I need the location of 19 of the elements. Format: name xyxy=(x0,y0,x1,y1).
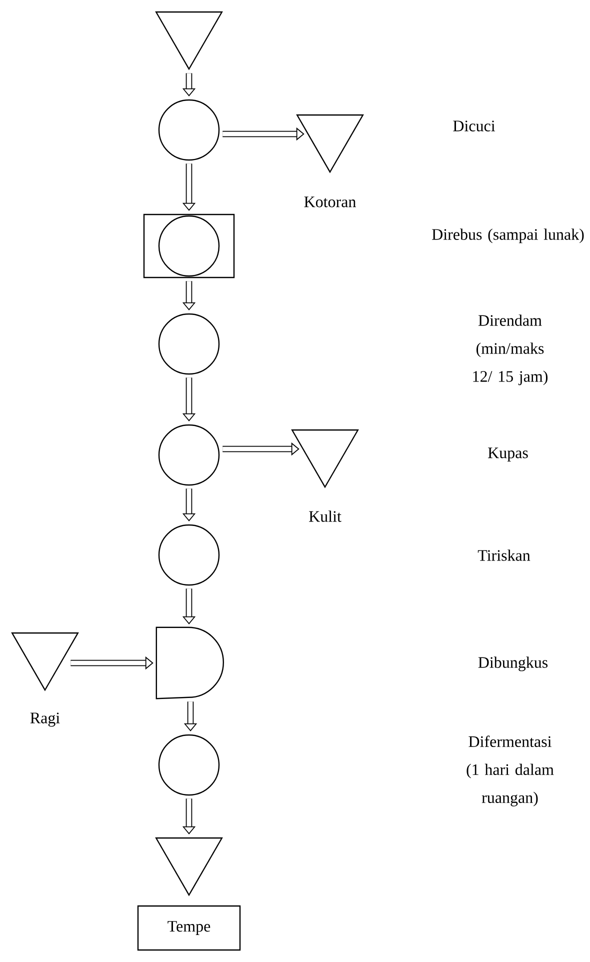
step-label: Kotoran xyxy=(304,196,356,208)
process-circle xyxy=(158,215,220,277)
step-label: Difermentasi (1 hari dalam ruangan) xyxy=(466,736,554,806)
process-circle xyxy=(158,424,220,486)
step-label: Tiriskan xyxy=(478,550,530,561)
step-label: Direbus (sampai lunak) xyxy=(432,228,584,244)
process-circle xyxy=(158,734,220,796)
process-box xyxy=(143,214,235,278)
step-label: Direndam (min/maks 12/ 15 jam) xyxy=(473,314,548,386)
delay-shape xyxy=(156,626,224,700)
output-box: Tempe xyxy=(137,905,241,951)
process-circle xyxy=(158,524,220,586)
step-label: Kulit xyxy=(309,510,342,522)
step-label: Dibungkus xyxy=(478,656,548,672)
step-label: Dicuci xyxy=(453,120,496,132)
step-label: Ragi xyxy=(30,712,60,727)
process-circle xyxy=(158,313,220,375)
step-label: Kupas xyxy=(488,448,528,462)
process-circle xyxy=(158,99,220,161)
